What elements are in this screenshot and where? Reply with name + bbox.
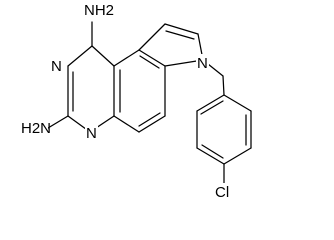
bond-cpara-cmeta2 (223, 147, 252, 165)
molecule-canvas: NH2 N H2N N N Cl (20, 1, 252, 201)
bond-c5-c4a (113, 115, 140, 133)
bond-c9b-c9a (113, 49, 140, 67)
label-bg-cl (214, 183, 236, 201)
bonds (47, 21, 252, 184)
bond-c9-c8 (164, 23, 199, 35)
label-bg-h2n-left (20, 119, 48, 138)
bond-cipso-cortho1 (196, 94, 225, 112)
label-bg-n-ring-lower (85, 124, 98, 142)
ring-nitrogen-upper: N (51, 58, 62, 75)
bond-cmeta1-cpara-double (201, 144, 224, 159)
bond-c6-c5-double (138, 112, 161, 127)
bond-c9a-c6a-double (139, 55, 160, 69)
bond-c9a-c9 (138, 23, 166, 51)
bond-cipso-cortho1-double (200, 100, 224, 115)
bond-c1-n2 (67, 45, 93, 67)
amine-label-left: H2N (21, 120, 51, 137)
chlorine-label: Cl (215, 184, 229, 201)
structure-svg: NH2 N H2N N N Cl (20, 1, 252, 201)
pyrrole-nitrogen: N (197, 55, 208, 72)
ring-nitrogen-lower: N (86, 125, 97, 142)
atom-labels: NH2 N H2N N N Cl (20, 1, 236, 201)
label-bg-nh2-top (82, 1, 110, 20)
amine-label-top: NH2 (84, 2, 114, 19)
bond-c9a-c6a (138, 49, 166, 67)
bond-cmeta1-cpara (196, 147, 225, 165)
bond-c9-c8-double (165, 30, 195, 40)
bond-c6-c5 (138, 115, 166, 133)
label-bg-n-ring-upper (50, 57, 63, 75)
bond-cortho2-cipso (223, 94, 252, 112)
bond-c9b-c1 (91, 45, 115, 67)
bond-c3-nh2 (47, 115, 69, 129)
label-bg-n-pyrrole (196, 54, 209, 72)
bond-ch2-cipso (222, 75, 225, 96)
